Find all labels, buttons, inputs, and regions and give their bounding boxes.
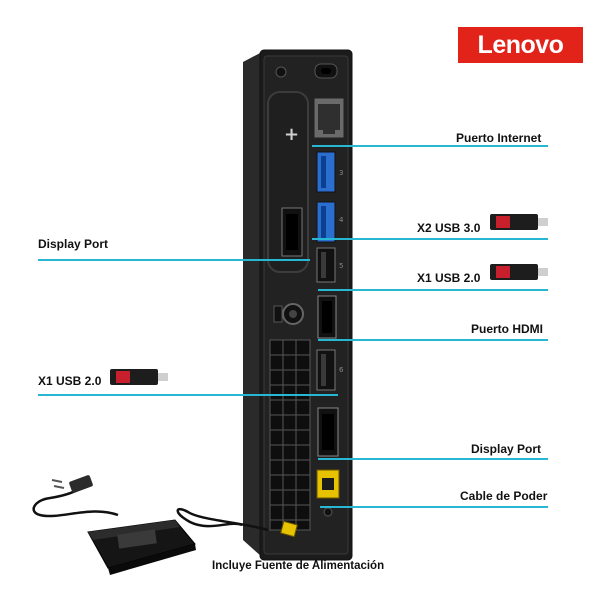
label-usb20-left: X1 USB 2.0 xyxy=(38,374,102,388)
label-puerto-hdmi: Puerto HDMI xyxy=(471,322,543,336)
label-usb30: X2 USB 3.0 xyxy=(417,221,481,235)
brand-logo: Lenovo xyxy=(458,27,583,63)
label-usb20-right: X1 USB 2.0 xyxy=(417,271,481,285)
callout-line-usb30 xyxy=(312,238,548,240)
label-puerto-internet: Puerto Internet xyxy=(456,131,542,145)
display-port-left xyxy=(281,207,303,257)
svg-text:5: 5 xyxy=(339,262,343,270)
case-side-panel xyxy=(243,52,262,557)
label-display-port-right: Display Port xyxy=(471,442,542,456)
callout-line-usb20-left xyxy=(38,394,338,396)
callout-line-dp-left xyxy=(38,259,310,261)
callout-line-power xyxy=(320,506,548,508)
callout-line-dp-right xyxy=(318,458,548,460)
label-display-port-left: Display Port xyxy=(38,237,109,251)
svg-text:6: 6 xyxy=(339,366,344,374)
ethernet-port-icon xyxy=(313,97,345,139)
screw-icon xyxy=(275,66,287,78)
callout-line-hdmi xyxy=(318,339,548,341)
usb3-port-bottom xyxy=(316,201,336,243)
svg-text:3: 3 xyxy=(339,169,343,177)
usb2-port-top xyxy=(316,247,336,283)
vent-grille xyxy=(269,339,311,531)
usb2-port-bottom xyxy=(316,349,336,391)
usb-drive-icon xyxy=(110,369,168,385)
hdmi-port xyxy=(317,295,337,339)
callout-line-usb20-right xyxy=(318,289,548,291)
svg-text:4: 4 xyxy=(339,216,344,224)
display-port-right xyxy=(317,407,339,457)
power-port xyxy=(316,469,340,499)
callout-line-internet xyxy=(312,145,548,147)
lock-icon xyxy=(314,63,338,79)
usb-drive-icon xyxy=(490,214,548,230)
label-cable-de-poder: Cable de Poder xyxy=(460,489,548,503)
caption-power-supply: Incluye Fuente de Alimentación xyxy=(212,560,385,572)
usb3-port-top xyxy=(316,151,336,193)
usb-drive-icon xyxy=(490,264,548,280)
plus-icon: + xyxy=(284,124,299,145)
power-adapter-icon xyxy=(32,475,298,575)
